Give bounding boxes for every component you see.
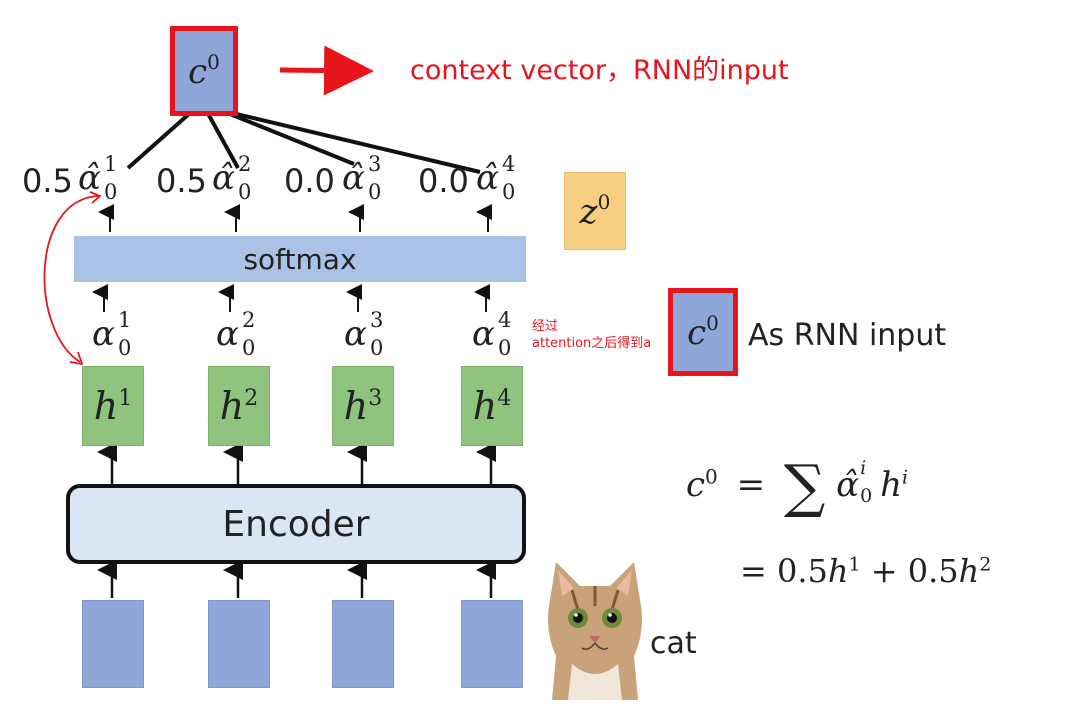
input-token-2 [208, 600, 270, 688]
hidden-state-3: h3 [332, 366, 394, 446]
rnn-input-box: c0 [668, 288, 738, 376]
weight-line-4 [227, 110, 481, 174]
encoder-block: Encoder [66, 484, 526, 564]
input-token-1 [82, 600, 144, 688]
weight-line-3 [219, 108, 355, 166]
weight-value-4: 0.0 [418, 162, 469, 200]
hidden-state-4: h4 [461, 366, 523, 446]
weight-value-3: 0.0 [284, 162, 335, 200]
context-vector-box: c0 [170, 26, 238, 116]
softmax-bar: softmax [74, 236, 526, 282]
red-curve-head-bottom [69, 351, 84, 366]
rnn-input-text: As RNN input [748, 318, 947, 353]
z-label: z0 [579, 190, 611, 232]
context-vector-label: c0 [188, 50, 220, 92]
cat-image [548, 562, 642, 700]
red-curve-head-top [89, 191, 102, 204]
hidden-state-1: h1 [82, 366, 144, 446]
formula-line-1: c0 = ∑ α̂ i 0 hi [686, 452, 909, 520]
rnn-input-label: c0 [687, 311, 719, 353]
attention-note-line1: 经过 [532, 319, 559, 334]
formula-line-2: = 0.5h1 + 0.5h2 [740, 552, 992, 590]
input-token-3 [332, 600, 394, 688]
hidden-state-2: h2 [208, 366, 270, 446]
weight-line-2 [204, 109, 240, 169]
attention-note-line2: attention之后得到a [532, 336, 652, 351]
attention-note: 经过 attention之后得到a [532, 318, 651, 352]
weight-value-2: 0.5 [156, 162, 207, 200]
softmax-label: softmax [243, 242, 357, 276]
encoder-label: Encoder [222, 503, 370, 545]
context-annotation: context vector，RNN的input [410, 55, 789, 86]
input-token-4 [461, 600, 523, 688]
red-arrow [279, 45, 374, 96]
red-curve-arrow [43, 195, 99, 363]
cat-label: cat [650, 626, 697, 661]
z-box: z0 [564, 172, 626, 250]
weight-value-1: 0.5 [22, 162, 73, 200]
weight-line-1 [126, 104, 200, 170]
